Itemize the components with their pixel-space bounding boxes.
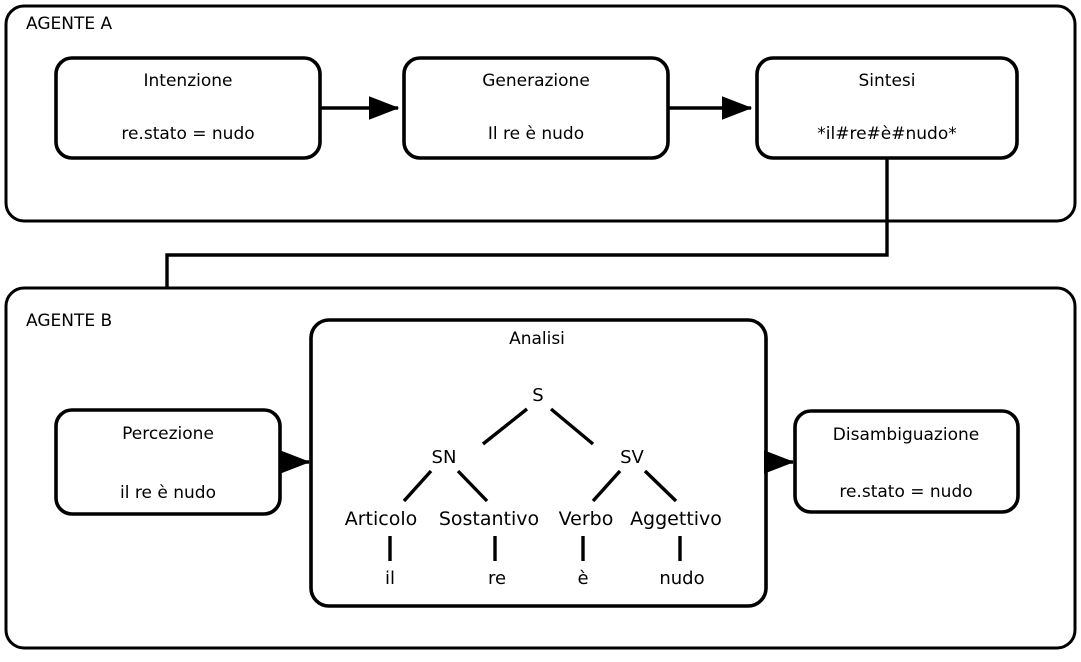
panel-analisi[interactable] — [309, 318, 768, 608]
tree-edge-sn-articolo — [402, 469, 433, 503]
box-sintesi-value: *il#re#è#nudo* — [817, 124, 956, 144]
tree-pos-sostantivo: Sostantivo — [439, 508, 539, 530]
tree-node-sv: SV — [620, 447, 644, 468]
tree-edge-sv-verbo — [591, 469, 622, 503]
box-intenzione-value: re.stato = nudo — [121, 124, 254, 144]
panel-analisi-title: Analisi — [509, 329, 565, 349]
tree-pos-verbo: Verbo — [559, 508, 614, 530]
tree-leaf-il: il — [385, 568, 395, 589]
tree-leaf-re: re — [488, 568, 506, 589]
agent-b-label: AGENTE B — [26, 311, 112, 331]
tree-edge-sn-sostantivo — [456, 469, 489, 503]
tree-pos-articolo: Articolo — [345, 508, 418, 530]
box-generazione-value: Il re è nudo — [488, 124, 584, 144]
tree-pos-aggettivo: Aggettivo — [630, 508, 722, 530]
tree-leaf-nudo: nudo — [659, 568, 704, 589]
box-disambiguazione-title: Disambiguazione — [833, 425, 979, 445]
tree-edge-s-sv — [549, 407, 595, 446]
tree-edge-s-sn — [481, 407, 529, 446]
box-generazione-title: Generazione — [482, 71, 590, 91]
agent-a-label: AGENTE A — [26, 14, 112, 34]
tree-node-sn: SN — [432, 447, 457, 468]
box-percezione-value: il re è nudo — [120, 483, 216, 503]
tree-leaf-e: è — [577, 568, 588, 589]
box-disambiguazione[interactable] — [793, 409, 1020, 514]
tree-edge-sv-aggettivo — [643, 469, 678, 503]
box-sintesi-title: Sintesi — [859, 71, 916, 91]
box-disambiguazione-value: re.stato = nudo — [839, 482, 972, 502]
box-intenzione-title: Intenzione — [144, 71, 233, 91]
box-percezione-title: Percezione — [122, 424, 214, 444]
tree-node-s: S — [532, 385, 543, 406]
